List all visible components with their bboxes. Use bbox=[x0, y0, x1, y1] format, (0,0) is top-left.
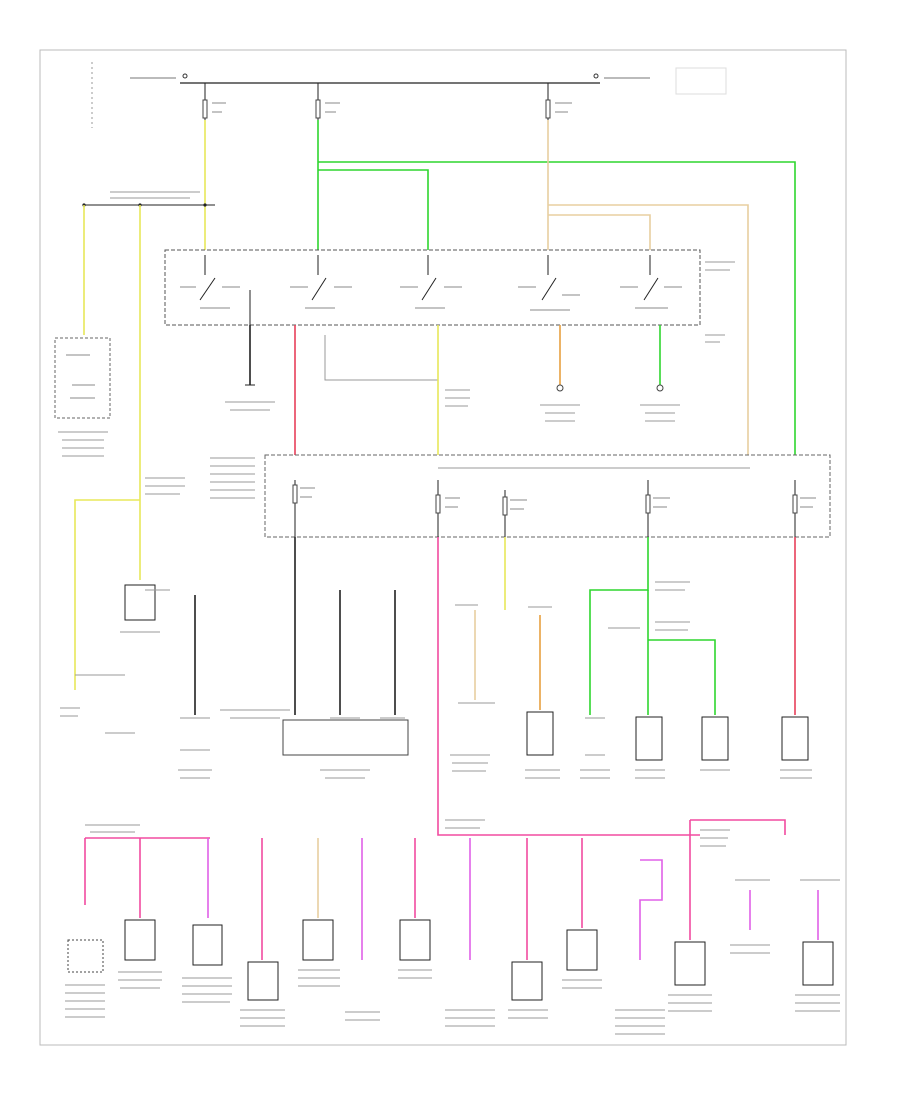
module-left-upper bbox=[54, 337, 111, 457]
bottom-module-9 bbox=[508, 961, 548, 1019]
module-red-right bbox=[781, 716, 809, 761]
fuse-top-right bbox=[545, 83, 572, 120]
wire-tan-right bbox=[548, 204, 749, 455]
fuse-mid-3 bbox=[502, 490, 527, 537]
page-border bbox=[39, 49, 847, 1046]
fuse-mid-4 bbox=[645, 480, 670, 537]
wire-tan-relay-5 bbox=[548, 214, 651, 250]
fuse-top-center bbox=[315, 83, 340, 120]
relay-4 bbox=[518, 255, 580, 311]
bottom-module-8 bbox=[445, 1009, 495, 1027]
wire-green-mid4-left bbox=[589, 537, 649, 715]
fuse-top-left bbox=[202, 83, 226, 120]
generator-block bbox=[120, 477, 185, 633]
connector-relay4 bbox=[556, 384, 564, 392]
wire-green-long-right bbox=[318, 161, 796, 455]
bottom-module-11 bbox=[615, 1009, 665, 1035]
bottom-module-6 bbox=[345, 1011, 380, 1021]
wire-green-relay-3 bbox=[318, 169, 429, 250]
relay-5 bbox=[620, 255, 682, 309]
bottom-module-7 bbox=[398, 919, 432, 979]
relay-1 bbox=[180, 255, 251, 325]
left-connector-splice bbox=[82, 191, 215, 207]
data-link-connector bbox=[282, 719, 409, 756]
relay-3 bbox=[400, 255, 462, 309]
module-green-right bbox=[701, 716, 729, 761]
bottom-module-5 bbox=[298, 919, 340, 987]
wire-pink-mid2 bbox=[437, 537, 700, 836]
wire-green-mid4-right bbox=[648, 639, 716, 715]
bottom-module-12 bbox=[668, 941, 712, 1012]
bottom-module-3 bbox=[182, 924, 232, 1003]
module-green-center bbox=[635, 716, 663, 761]
bottom-module-14 bbox=[795, 941, 840, 1012]
bottom-module-13 bbox=[730, 944, 770, 954]
fuse-mid-2 bbox=[435, 480, 460, 537]
fuse-box-middle bbox=[210, 454, 831, 538]
fuse-mid-5 bbox=[792, 480, 816, 537]
wire-pink-b12-right bbox=[690, 819, 786, 835]
wire-magenta-b11 bbox=[639, 859, 663, 960]
relay-box bbox=[164, 249, 735, 343]
fuse-mid-1 bbox=[292, 480, 315, 537]
bottom-module-10 bbox=[562, 929, 602, 989]
brake-module bbox=[526, 711, 554, 756]
wire-gray-relay2b bbox=[324, 335, 439, 455]
bottom-module-4 bbox=[240, 961, 285, 1027]
connector-relay5 bbox=[656, 384, 664, 392]
bottom-module-1 bbox=[65, 939, 105, 1018]
wire-yellow-lower-left bbox=[74, 499, 140, 690]
bottom-module-2 bbox=[118, 919, 162, 989]
relay-2 bbox=[290, 255, 352, 309]
top-bus bbox=[130, 67, 727, 95]
